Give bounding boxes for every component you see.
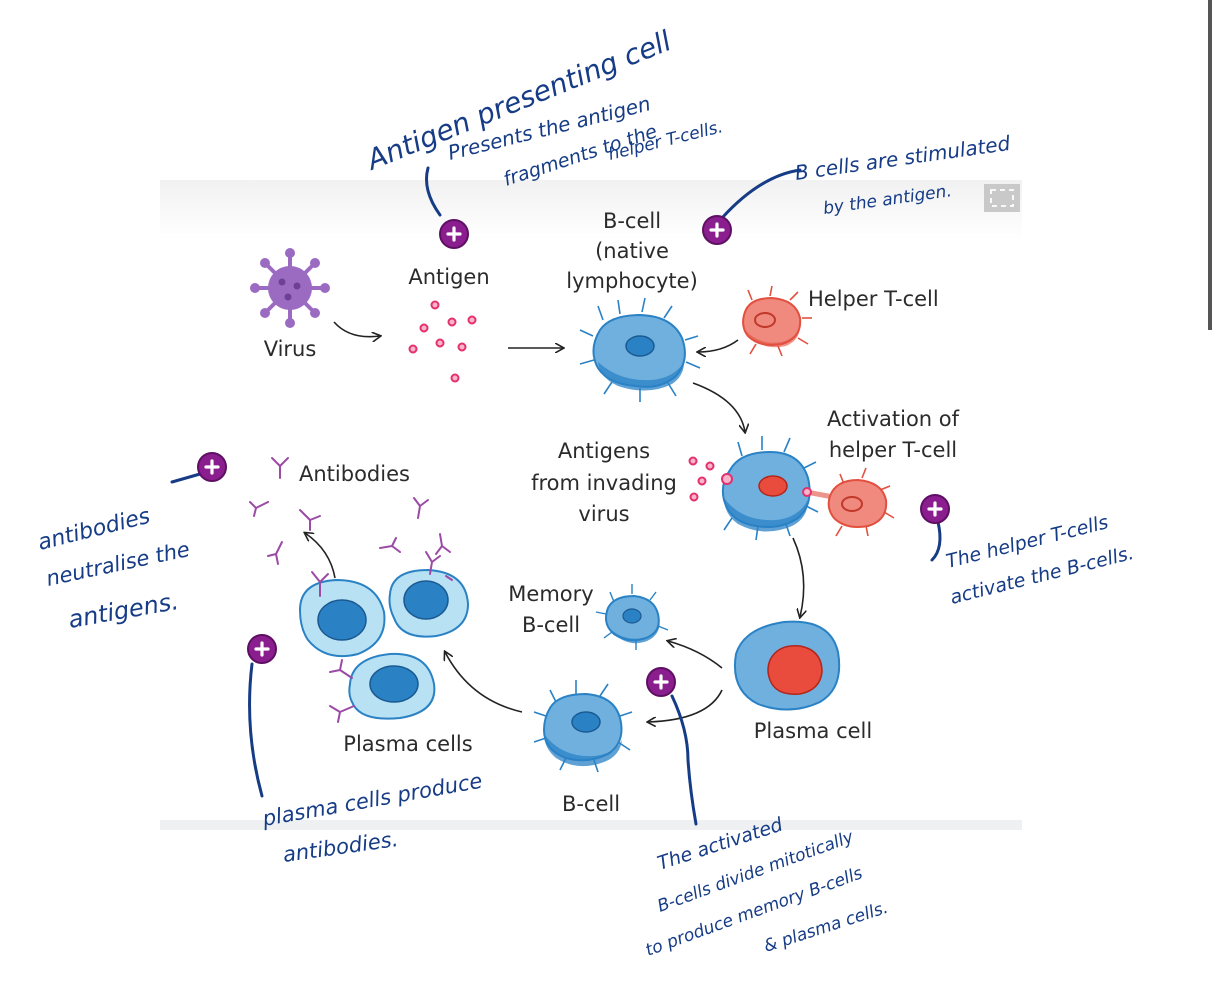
annotation-activated: The activated B-cells divide mitotically… [643, 813, 891, 960]
bcell-native-label-1: B-cell [603, 209, 661, 233]
bcell-bottom-label: B-cell [562, 792, 620, 816]
virus-icon [250, 248, 330, 328]
arrow-plasma-to-bcell [648, 689, 723, 722]
bottom-bcell [533, 680, 633, 773]
bcell-native-label-3: lymphocyte) [566, 269, 698, 293]
frame-bottom-rule [160, 820, 1022, 830]
hotspot-helper[interactable] [920, 494, 950, 524]
hotspot-plasma[interactable] [247, 634, 277, 664]
annotation-antibodies-3: antigens. [66, 587, 181, 634]
arrow-activation-to-plasma [792, 537, 804, 617]
arrow-bcell-to-activation [692, 382, 745, 432]
arrow-bcell-to-plasma-cells [445, 652, 523, 713]
helper-tcell [742, 285, 812, 357]
helper-tcell-label: Helper T-cell [808, 287, 939, 311]
hotspot-apc[interactable] [439, 219, 469, 249]
arrow-tcell-to-bcell [698, 339, 739, 352]
annotation-plasma-2: antibodies. [281, 827, 399, 867]
expand-icon[interactable] [984, 184, 1020, 212]
antigens-invading-label-1: Antigens [558, 439, 650, 463]
antigens-invading-label-3: virus [578, 502, 629, 526]
antibodies-label: Antibodies [299, 462, 410, 486]
annotation-antibodies: antibodies neutralise the antigens. [35, 504, 191, 634]
arrow-plasma-to-memory [668, 641, 723, 669]
annotation-helper: The helper T-cells activate the B-cells. [944, 511, 1136, 609]
annotation-plasma: plasma cells produce antibodies. [260, 769, 484, 867]
native-bcell [579, 297, 701, 402]
antigens-invading-label-2: from invading [531, 471, 677, 495]
arrow-virus-to-antigen [333, 321, 380, 337]
annotation-bcells-2: by the antigen. [822, 181, 953, 219]
activated-bcell [688, 436, 831, 541]
bcell-native-label-2: (native [595, 239, 669, 263]
hotspot-bcell[interactable] [702, 215, 732, 245]
flow-arrows [305, 321, 804, 722]
plasma-cell [734, 620, 841, 711]
plasma-cells-cluster [298, 551, 470, 723]
plasma-cell-label: Plasma cell [754, 719, 872, 743]
virus-label: Virus [264, 337, 317, 361]
annotation-plasma-1: plasma cells produce [260, 769, 484, 831]
annotation-apc-4: helper T-cells. [606, 117, 725, 165]
arrow-plasma-cells-to-antibodies [305, 533, 336, 579]
antibodies [249, 457, 451, 565]
memory-bcell-label-1: Memory [508, 582, 593, 606]
activation-label-2: helper T-cell [829, 438, 957, 462]
annotation-bcells-1: B cells are stimulated [793, 131, 1012, 185]
plasma-cells-label: Plasma cells [343, 732, 472, 756]
memory-bcell [595, 584, 669, 650]
activated-tcell [827, 467, 895, 537]
hotspot-antibodies[interactable] [197, 452, 227, 482]
hotspot-activated[interactable] [646, 667, 676, 697]
annotation-strokes [170, 166, 942, 826]
antigen-particles [408, 300, 477, 383]
memory-bcell-label-2: B-cell [522, 613, 580, 637]
scrollbar[interactable] [1208, 0, 1212, 330]
annotation-bcells: B cells are stimulated by the antigen. [793, 131, 1012, 219]
annotation-apc: Antigen presenting cell Presents the ant… [360, 24, 725, 191]
activation-label-1: Activation of [827, 407, 960, 431]
antigen-label: Antigen [408, 265, 489, 289]
